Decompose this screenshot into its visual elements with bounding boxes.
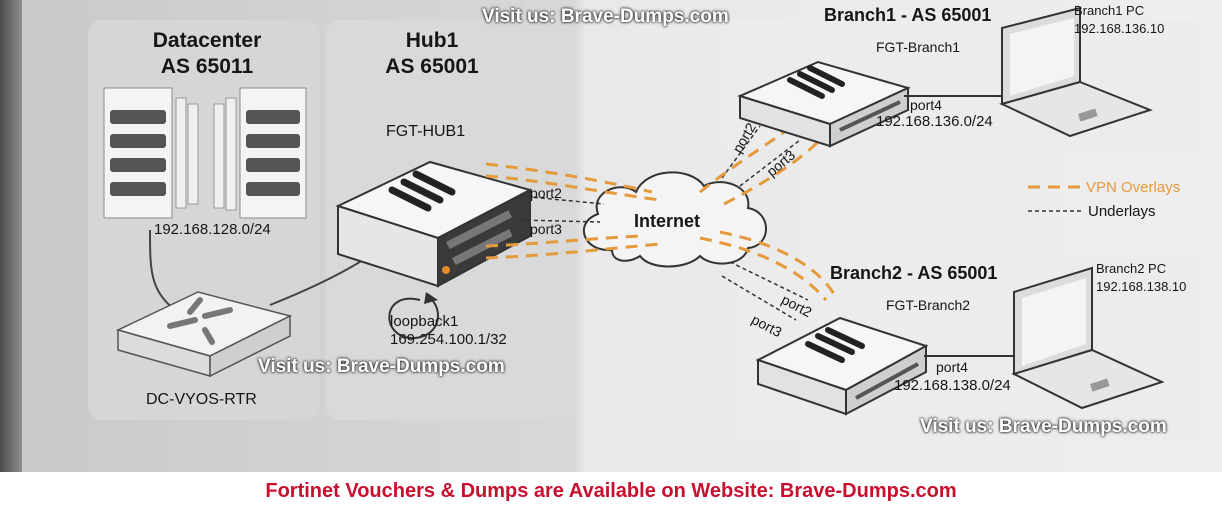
fgt-branch1-icon [737, 60, 911, 148]
branch2-port4-label: port4 [936, 359, 968, 375]
hub-loopback-label: loopback1 [390, 313, 459, 330]
branch1-device-label: FGT-Branch1 [876, 39, 961, 55]
screen-bezel [0, 0, 22, 472]
branch2-title: Branch2 - AS 65001 [830, 263, 998, 283]
branch1-title: Branch1 - AS 65001 [824, 5, 992, 25]
legend-vpn-label: VPN Overlays [1086, 179, 1181, 196]
datacenter-title-block: Datacenter AS 65011 [132, 28, 282, 80]
watermark-top: Visit us: Brave-Dumps.com [482, 6, 729, 27]
branch2-vpn-overlay [699, 236, 828, 301]
footer-banner: Fortinet Vouchers & Dumps are Available … [0, 472, 1222, 510]
hub-port3-underlay [519, 219, 601, 223]
legend-underlay-label: Underlays [1088, 203, 1156, 220]
watermark-middle: Visit us: Brave-Dumps.com [258, 356, 505, 377]
hub-port2-label: port2 [530, 185, 562, 201]
branch1-port2-underlay [721, 125, 761, 179]
hub-vpn-overlay [485, 174, 661, 202]
branch2-vpn-overlay [719, 230, 836, 295]
hub-device-label: FGT-HUB1 [386, 123, 466, 140]
hub-as: AS 65001 [385, 55, 479, 78]
datacenter-as: AS 65011 [160, 55, 254, 78]
network-diagram [0, 0, 1222, 472]
hub-title: Hub1 [405, 29, 459, 52]
branch2-device-label: FGT-Branch2 [886, 297, 971, 313]
branch2-port2-underlay [729, 261, 809, 301]
dc-router-icon [115, 291, 293, 378]
branch2-subnet: 192.168.138.0/24 [894, 377, 1011, 394]
branch1-laptop-icon [999, 6, 1153, 138]
datacenter-to-router-link [149, 229, 176, 311]
datacenter-subnet: 192.168.128.0/24 [154, 221, 271, 238]
branch1-port4-label: port4 [910, 97, 942, 113]
internet-label: Internet [634, 211, 701, 231]
branch2-port3-underlay [721, 275, 797, 321]
fgt-hub1-icon [335, 160, 533, 288]
branch1-port3-underlay [739, 139, 801, 187]
hub-loopback-ip: 169.254.100.1/32 [390, 331, 507, 348]
datacenter-servers-icon [103, 87, 307, 219]
hub-vpn-overlay [485, 234, 641, 248]
branch1-vpn-overlay [723, 138, 822, 206]
branch1-pc-ip: 192.168.136.10 [1074, 21, 1165, 36]
hub-port2-underlay [519, 195, 605, 205]
fgt-branch2-icon [755, 316, 929, 416]
hub-vpn-overlay [485, 242, 661, 260]
datacenter-title: Datacenter [152, 29, 262, 52]
hub-port3-label: port3 [530, 221, 562, 237]
branch2-pc-label: Branch2 PC [1096, 261, 1167, 276]
branch1-pc-label: Branch1 PC [1074, 3, 1145, 18]
branch2-pc-ip: 192.168.138.10 [1096, 279, 1187, 294]
hub-vpn-overlay [485, 162, 653, 194]
loopback-arrow [388, 297, 439, 340]
watermark-bottom: Visit us: Brave-Dumps.com [920, 416, 1167, 437]
footer-text[interactable]: Fortinet Vouchers & Dumps are Available … [265, 479, 957, 502]
hub-title-block: Hub1 AS 65001 [372, 28, 492, 80]
dc-router-label: DC-VYOS-RTR [146, 391, 257, 408]
branch2-laptop-icon [1011, 266, 1165, 410]
branch1-subnet: 192.168.136.0/24 [876, 113, 993, 130]
